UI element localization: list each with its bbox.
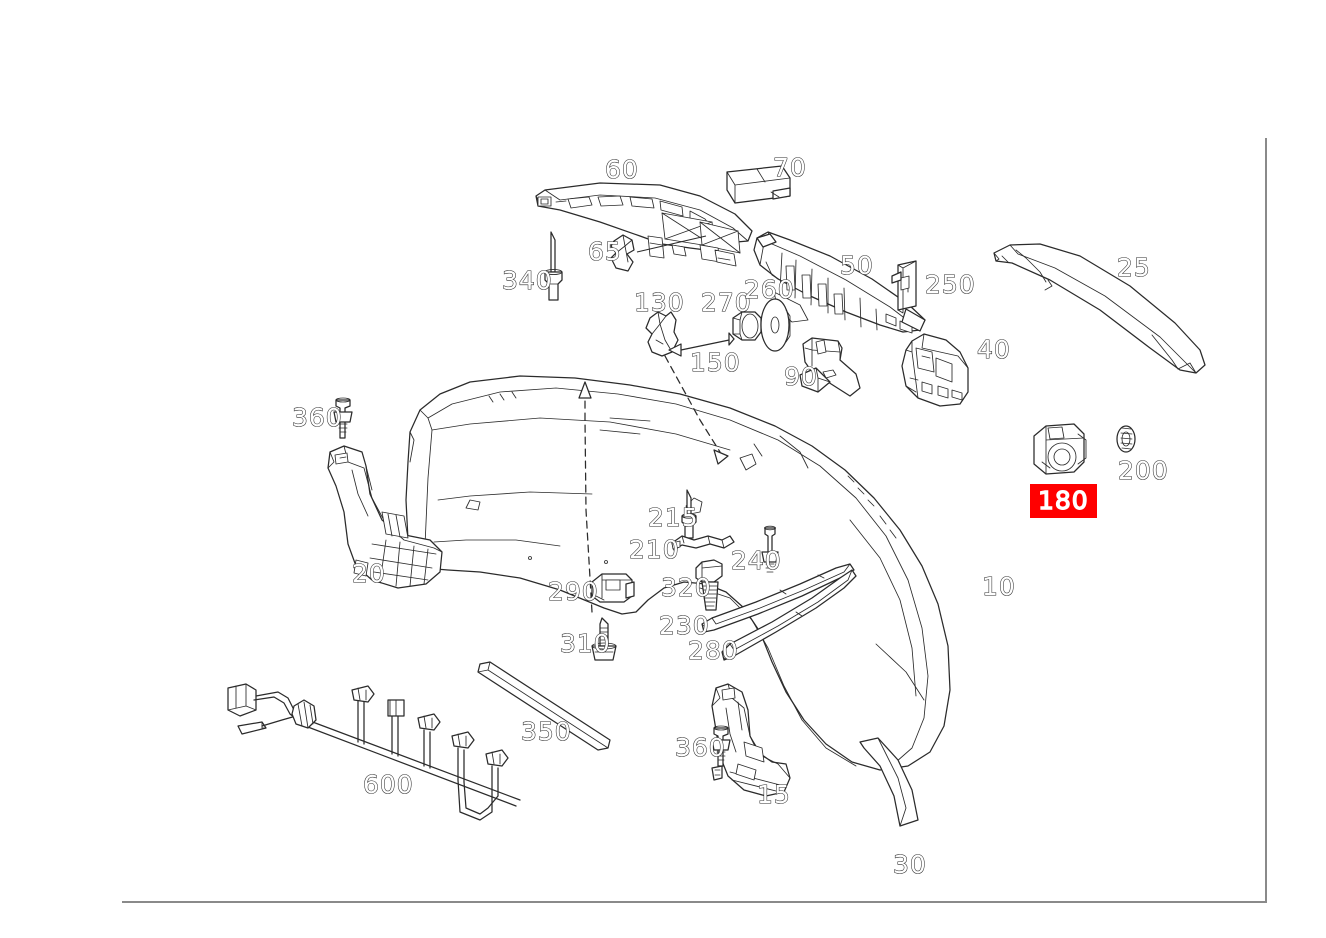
callout-360-upper: 360 <box>291 403 343 432</box>
reference-arrow-dashed-down <box>664 355 729 465</box>
callout-280: 280 <box>687 636 739 665</box>
callout-40: 40 <box>976 335 1011 364</box>
callout-90: 90 <box>783 362 818 391</box>
part-340-long-pin-rivet <box>544 231 563 301</box>
part-210-spring-clip <box>671 535 735 551</box>
part-280-lower-trim-strip <box>721 569 857 661</box>
callout-240: 240 <box>730 546 782 575</box>
callout-320: 320 <box>660 573 712 602</box>
callout-250: 250 <box>924 270 976 299</box>
callout-270: 270 <box>700 288 752 317</box>
part-360-plastic-expansion-rivet-upper <box>333 397 353 439</box>
part-200-sensor-retaining-ring <box>1116 425 1136 453</box>
part-320-hex-head-bolt <box>695 559 723 611</box>
part-250-mounting-plate <box>891 260 917 314</box>
part-360-plastic-expansion-rivet-lower <box>711 725 731 767</box>
part-130-sensor-retainer-clip <box>645 311 679 357</box>
part-10-rear-bumper-cover <box>405 375 951 771</box>
callout-15: 15 <box>756 780 791 809</box>
part-15-bumper-bracket-right <box>711 683 791 797</box>
part-40-side-guide-bracket <box>901 333 969 407</box>
reference-arrow-dashed-up <box>578 381 593 613</box>
part-25-rear-spoiler-lip <box>993 243 1206 374</box>
callout-70: 70 <box>772 153 807 182</box>
part-90-crash-box-support <box>799 337 861 397</box>
callout-600: 600 <box>362 770 414 799</box>
part-50-bumper-reinforcement-bar <box>753 231 926 334</box>
part-290-cage-nut-clip <box>591 573 635 603</box>
part-215-expanding-rivet <box>681 489 697 539</box>
part-65-clip-bracket <box>610 234 707 272</box>
callout-50: 50 <box>839 251 874 280</box>
callout-360-lower: 360 <box>674 733 726 762</box>
part-30-trim-insert-panel <box>859 737 919 827</box>
callout-340: 340 <box>501 266 553 295</box>
callout-60: 60 <box>604 155 639 184</box>
part-20-bumper-bracket-left <box>327 445 443 589</box>
callout-290: 290 <box>547 577 599 606</box>
part-310-flanged-screw <box>591 617 617 661</box>
callout-210: 210 <box>628 535 680 564</box>
callout-200: 200 <box>1117 456 1169 485</box>
callout-260: 260 <box>743 275 795 304</box>
page-border-rule <box>122 138 1267 903</box>
callout-180-highlighted: 180 <box>1030 484 1097 518</box>
part-70-control-module <box>726 165 791 204</box>
part-260-flat-washer <box>760 298 791 352</box>
callout-350: 350 <box>520 717 572 746</box>
callout-20: 20 <box>351 559 386 588</box>
callout-130: 130 <box>633 288 685 317</box>
callout-65: 65 <box>587 237 622 266</box>
callout-310: 310 <box>559 629 611 658</box>
part-150-arrow-reference-marker <box>668 332 735 357</box>
part-240-push-pin-rivet <box>761 525 779 573</box>
callout-230: 230 <box>658 611 710 640</box>
part-600-sensor-wiring-harness <box>227 683 521 821</box>
callout-150: 150 <box>689 348 741 377</box>
part-230-side-trim-strip <box>701 563 855 633</box>
part-350-adhesive-strip <box>477 661 611 751</box>
callout-10: 10 <box>981 572 1016 601</box>
callout-25: 25 <box>1116 253 1151 282</box>
callout-215: 215 <box>647 503 699 532</box>
part-60-upper-carrier-rail <box>535 182 753 267</box>
part-180-parking-distance-sensor <box>1033 423 1087 475</box>
callout-30: 30 <box>892 850 927 879</box>
part-270-hex-nut <box>732 311 762 341</box>
